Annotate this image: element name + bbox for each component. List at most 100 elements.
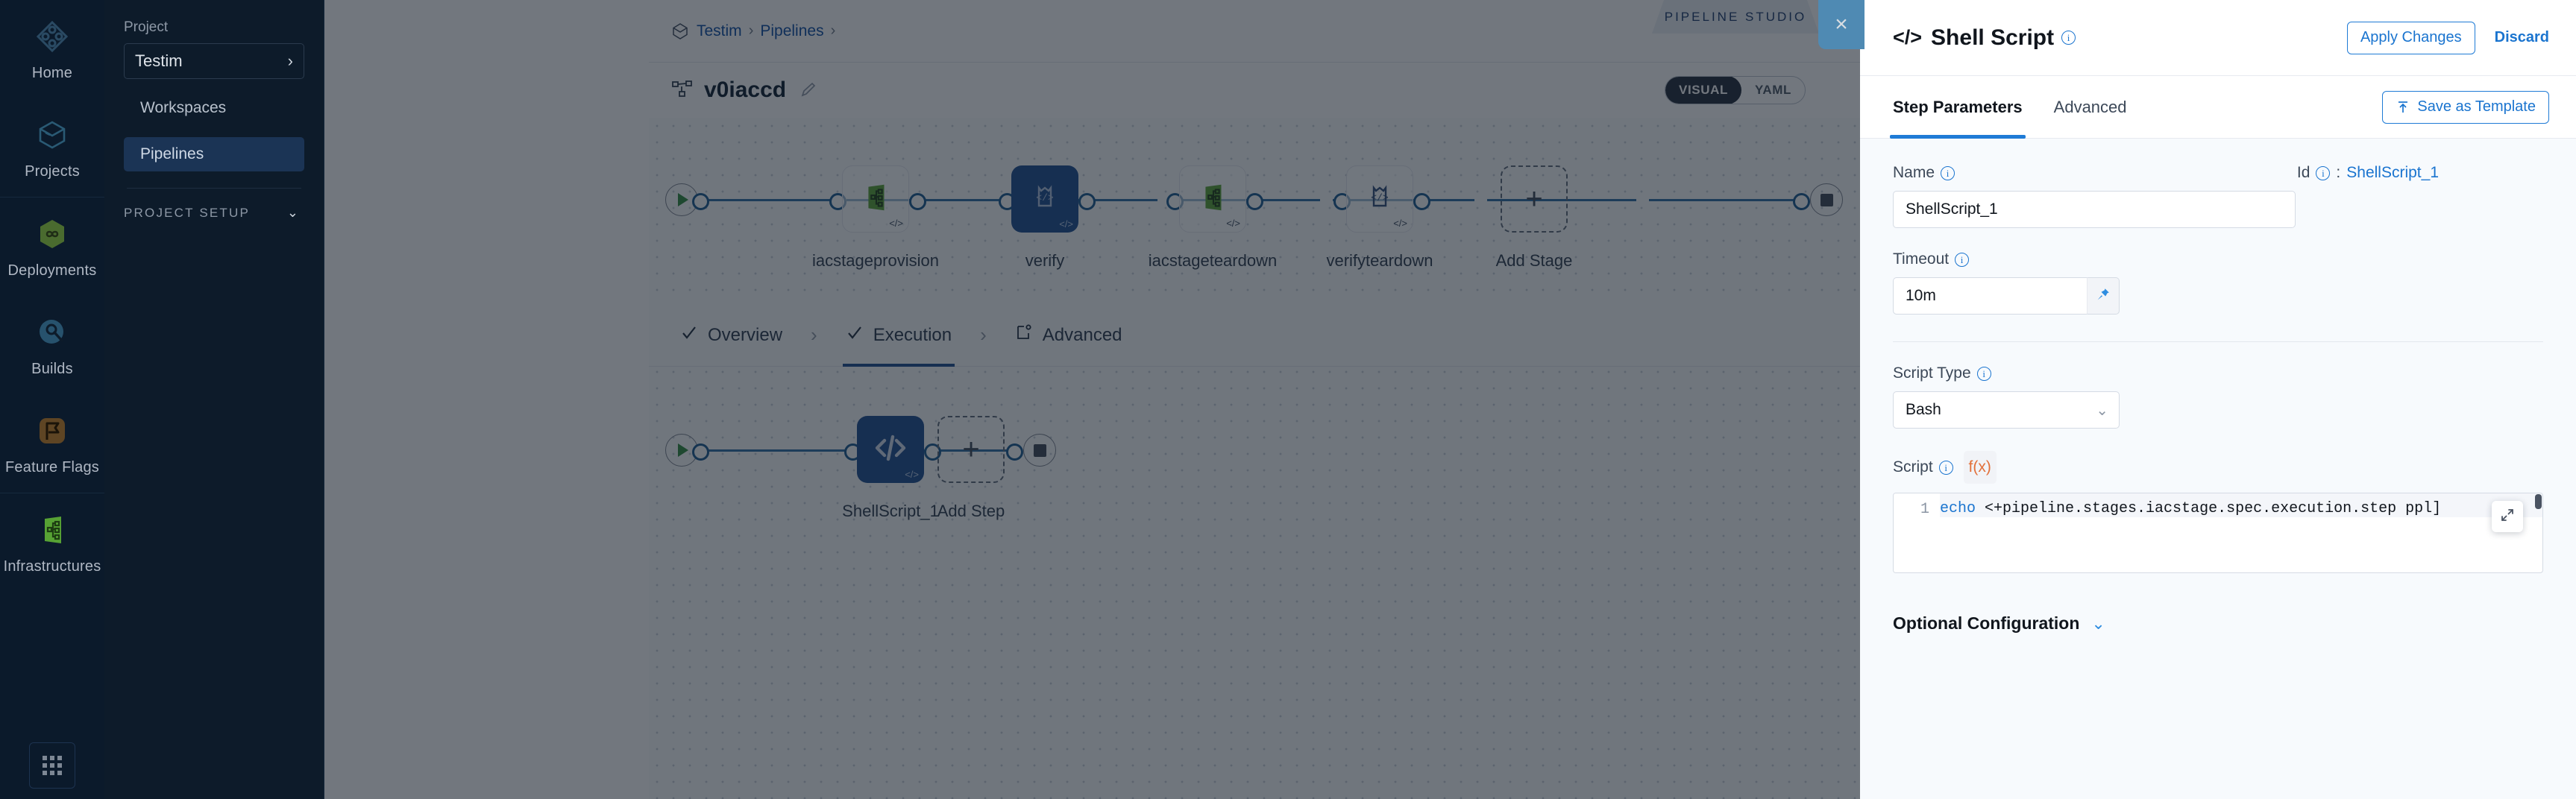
- stage-node-iacstageteardown[interactable]: </>: [1179, 165, 1246, 233]
- port[interactable]: [1413, 193, 1430, 210]
- sidebar-item-infrastructures[interactable]: Infrastructures: [0, 493, 104, 592]
- stage-node-verify[interactable]: </> </>: [1011, 165, 1078, 233]
- step-node-shellscript-1[interactable]: </>: [857, 416, 924, 483]
- name-input[interactable]: ShellScript_1: [1893, 191, 2296, 228]
- port[interactable]: [1006, 443, 1023, 461]
- chevron-right-icon: ›: [811, 323, 817, 346]
- verify-icon: </>: [1029, 182, 1061, 217]
- grid-apps-icon: [43, 756, 62, 775]
- svg-text:</>: </>: [1371, 192, 1389, 203]
- expand-editor-button[interactable]: [2492, 501, 2523, 532]
- panel-title: Shell Script: [1931, 25, 2055, 50]
- view-mode-toggle[interactable]: VISUAL YAML: [1665, 76, 1806, 104]
- stage-node-verifyteardown[interactable]: </> </>: [1346, 165, 1413, 233]
- view-mode-visual[interactable]: VISUAL: [1665, 77, 1741, 104]
- stage-node-iacstageprovision[interactable]: </>: [842, 165, 909, 233]
- pencil-icon[interactable]: [798, 80, 817, 100]
- sidebar-item-label: Projects: [25, 163, 80, 180]
- sidebar-item-projects[interactable]: Projects: [0, 98, 104, 197]
- breadcrumb-item-testim[interactable]: Testim: [697, 22, 742, 40]
- tab-step-parameters[interactable]: Step Parameters: [1890, 76, 2026, 139]
- verify-icon: </>: [1364, 182, 1395, 217]
- sidebar-item-pipelines[interactable]: Pipelines: [124, 137, 304, 171]
- pin-timeout-button[interactable]: [2087, 277, 2120, 315]
- project-section-label: Project: [124, 19, 169, 35]
- tab-execution[interactable]: Execution: [842, 304, 955, 367]
- code-badge: </>: [889, 218, 903, 229]
- breadcrumb-item-pipelines[interactable]: Pipelines: [760, 22, 824, 40]
- info-icon[interactable]: i: [1976, 366, 1991, 381]
- script-type-select[interactable]: Bash ⌄: [1893, 391, 2120, 429]
- script-label-wrap: Script i: [1893, 458, 1953, 476]
- name-label-group: Name i: [1893, 164, 1955, 182]
- port[interactable]: [1078, 193, 1096, 210]
- script-label: Script: [1893, 458, 1933, 476]
- id-separator: :: [2336, 164, 2341, 181]
- script-type-label-group: Script Type i: [1893, 364, 2543, 382]
- code-badge: </>: [1393, 218, 1407, 229]
- sidebar-item-feature-flags[interactable]: Feature Flags: [0, 394, 104, 493]
- editor-code-line[interactable]: echo <+pipeline.stages.iacstage.spec.exe…: [1940, 493, 2542, 517]
- pipeline-studio-tag: PIPELINE STUDIO: [1652, 0, 1819, 34]
- app-switcher-button[interactable]: [29, 742, 75, 789]
- timeout-label-group: Timeout i: [1893, 250, 2543, 268]
- add-step-label: Add Step: [937, 502, 1005, 520]
- script-label-group: Script i f(x): [1893, 451, 2543, 484]
- name-id-row: Name i Id i : ShellScript_1: [1893, 164, 2543, 182]
- add-stage-button[interactable]: +: [1501, 165, 1568, 233]
- port[interactable]: [1793, 193, 1810, 210]
- add-stage-label: Add Stage: [1495, 251, 1573, 270]
- plus-icon: +: [1525, 182, 1543, 215]
- close-panel-button[interactable]: ×: [1818, 0, 1865, 49]
- project-selector[interactable]: Testim ›: [124, 43, 304, 79]
- check-icon: [680, 323, 698, 347]
- sidebar-item-label: Deployments: [7, 262, 97, 279]
- build-pie-icon: [35, 315, 69, 353]
- apply-changes-button[interactable]: Apply Changes: [2346, 21, 2475, 54]
- project-setup-section[interactable]: PROJECT SETUP ⌄: [124, 205, 304, 221]
- port[interactable]: [692, 443, 709, 461]
- script-editor[interactable]: 1 echo <+pipeline.stages.iacstage.spec.e…: [1893, 493, 2543, 573]
- play-icon: [678, 443, 688, 457]
- wire: [1649, 199, 1798, 201]
- expression-fx-button[interactable]: f(x): [1963, 451, 1997, 484]
- home-diamond-icon: [35, 19, 69, 57]
- port[interactable]: [692, 193, 709, 210]
- rail-divider: [0, 197, 104, 198]
- info-icon[interactable]: i: [2061, 31, 2076, 45]
- view-mode-yaml[interactable]: YAML: [1754, 83, 1791, 97]
- infinity-hex-icon: [35, 217, 69, 255]
- sidebar-item-builds[interactable]: Builds: [0, 296, 104, 394]
- expand-icon: [2500, 508, 2515, 526]
- timeout-input[interactable]: 10m: [1893, 277, 2087, 315]
- port[interactable]: [1246, 193, 1263, 210]
- save-as-template-button[interactable]: Save as Template: [2382, 90, 2549, 124]
- pipeline-end-node[interactable]: [1810, 183, 1843, 216]
- info-icon[interactable]: i: [1955, 252, 1970, 267]
- chevron-right-icon: ›: [980, 323, 987, 346]
- port[interactable]: [909, 193, 926, 210]
- sidebar-item-home[interactable]: Home: [0, 0, 104, 98]
- plus-icon: +: [962, 432, 980, 466]
- sidebar-item-workspaces[interactable]: Workspaces: [124, 91, 304, 125]
- tab-overview[interactable]: Overview: [677, 304, 785, 367]
- discard-button[interactable]: Discard: [2494, 29, 2549, 45]
- add-step-button[interactable]: +: [937, 416, 1005, 483]
- step-end-node[interactable]: [1023, 434, 1056, 467]
- play-icon: [678, 193, 688, 206]
- wire: [700, 449, 849, 452]
- section-divider: [1893, 341, 2543, 342]
- infrastructure-icon: [35, 513, 69, 551]
- breadcrumb-separator: ›: [830, 22, 836, 39]
- info-icon[interactable]: i: [1941, 165, 1955, 180]
- editor-scrollbar[interactable]: [2535, 494, 2542, 509]
- tab-advanced[interactable]: Advanced: [1012, 304, 1125, 367]
- chevron-down-icon: ⌄: [2096, 402, 2108, 419]
- stop-icon: [1033, 443, 1046, 457]
- info-icon[interactable]: i: [1938, 460, 1953, 475]
- tab-panel-advanced[interactable]: Advanced: [2054, 76, 2127, 139]
- stage-label: verifyteardown: [1326, 251, 1433, 270]
- sidebar-item-deployments[interactable]: Deployments: [0, 198, 104, 296]
- info-icon[interactable]: i: [2316, 165, 2331, 180]
- optional-configuration-toggle[interactable]: Optional Configuration ⌄: [1893, 613, 2543, 634]
